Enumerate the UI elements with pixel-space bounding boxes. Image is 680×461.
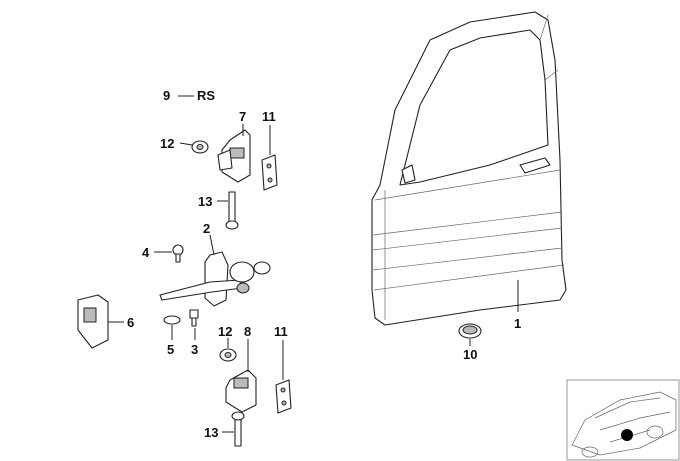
door-check-part-2[interactable]	[159, 251, 271, 307]
label-12-upper: 12	[160, 136, 175, 151]
label-4: 4	[142, 245, 150, 260]
pin-part-3[interactable]	[189, 309, 199, 327]
plate-part-11-lower[interactable]	[275, 379, 292, 414]
hinge-part-7[interactable]	[217, 129, 251, 183]
label-9: 9	[163, 88, 171, 103]
label-1: 1	[514, 316, 522, 331]
label-rs: RS	[197, 88, 216, 103]
label-12-lower: 12	[218, 324, 233, 339]
label-13-lower: 13	[204, 425, 219, 440]
label-13-upper: 13	[198, 194, 213, 209]
label-11-lower: 11	[274, 324, 288, 339]
vehicle-locator-inset	[566, 379, 680, 461]
label-3: 3	[191, 342, 199, 357]
hinge-part-8[interactable]	[225, 369, 257, 413]
label-11-upper: 11	[262, 109, 276, 124]
plate-part-11-upper[interactable]	[261, 154, 278, 191]
nut-part-12-lower[interactable]	[219, 348, 237, 362]
bolt-part-4[interactable]	[172, 244, 184, 263]
label-2: 2	[203, 221, 211, 236]
locator-marker	[621, 429, 633, 441]
nut-part-12-upper[interactable]	[191, 140, 209, 154]
bolt-part-13-upper[interactable]	[225, 191, 239, 230]
label-5: 5	[167, 342, 175, 357]
plug-part-10[interactable]	[458, 323, 482, 339]
cover-part-6[interactable]	[77, 294, 109, 349]
door-part-1[interactable]	[371, 11, 567, 326]
bolt-part-13-lower[interactable]	[231, 411, 245, 447]
label-10: 10	[463, 347, 478, 362]
label-7: 7	[239, 109, 247, 124]
clip-part-5[interactable]	[163, 315, 181, 325]
label-6: 6	[127, 315, 135, 330]
label-8: 8	[244, 324, 252, 339]
